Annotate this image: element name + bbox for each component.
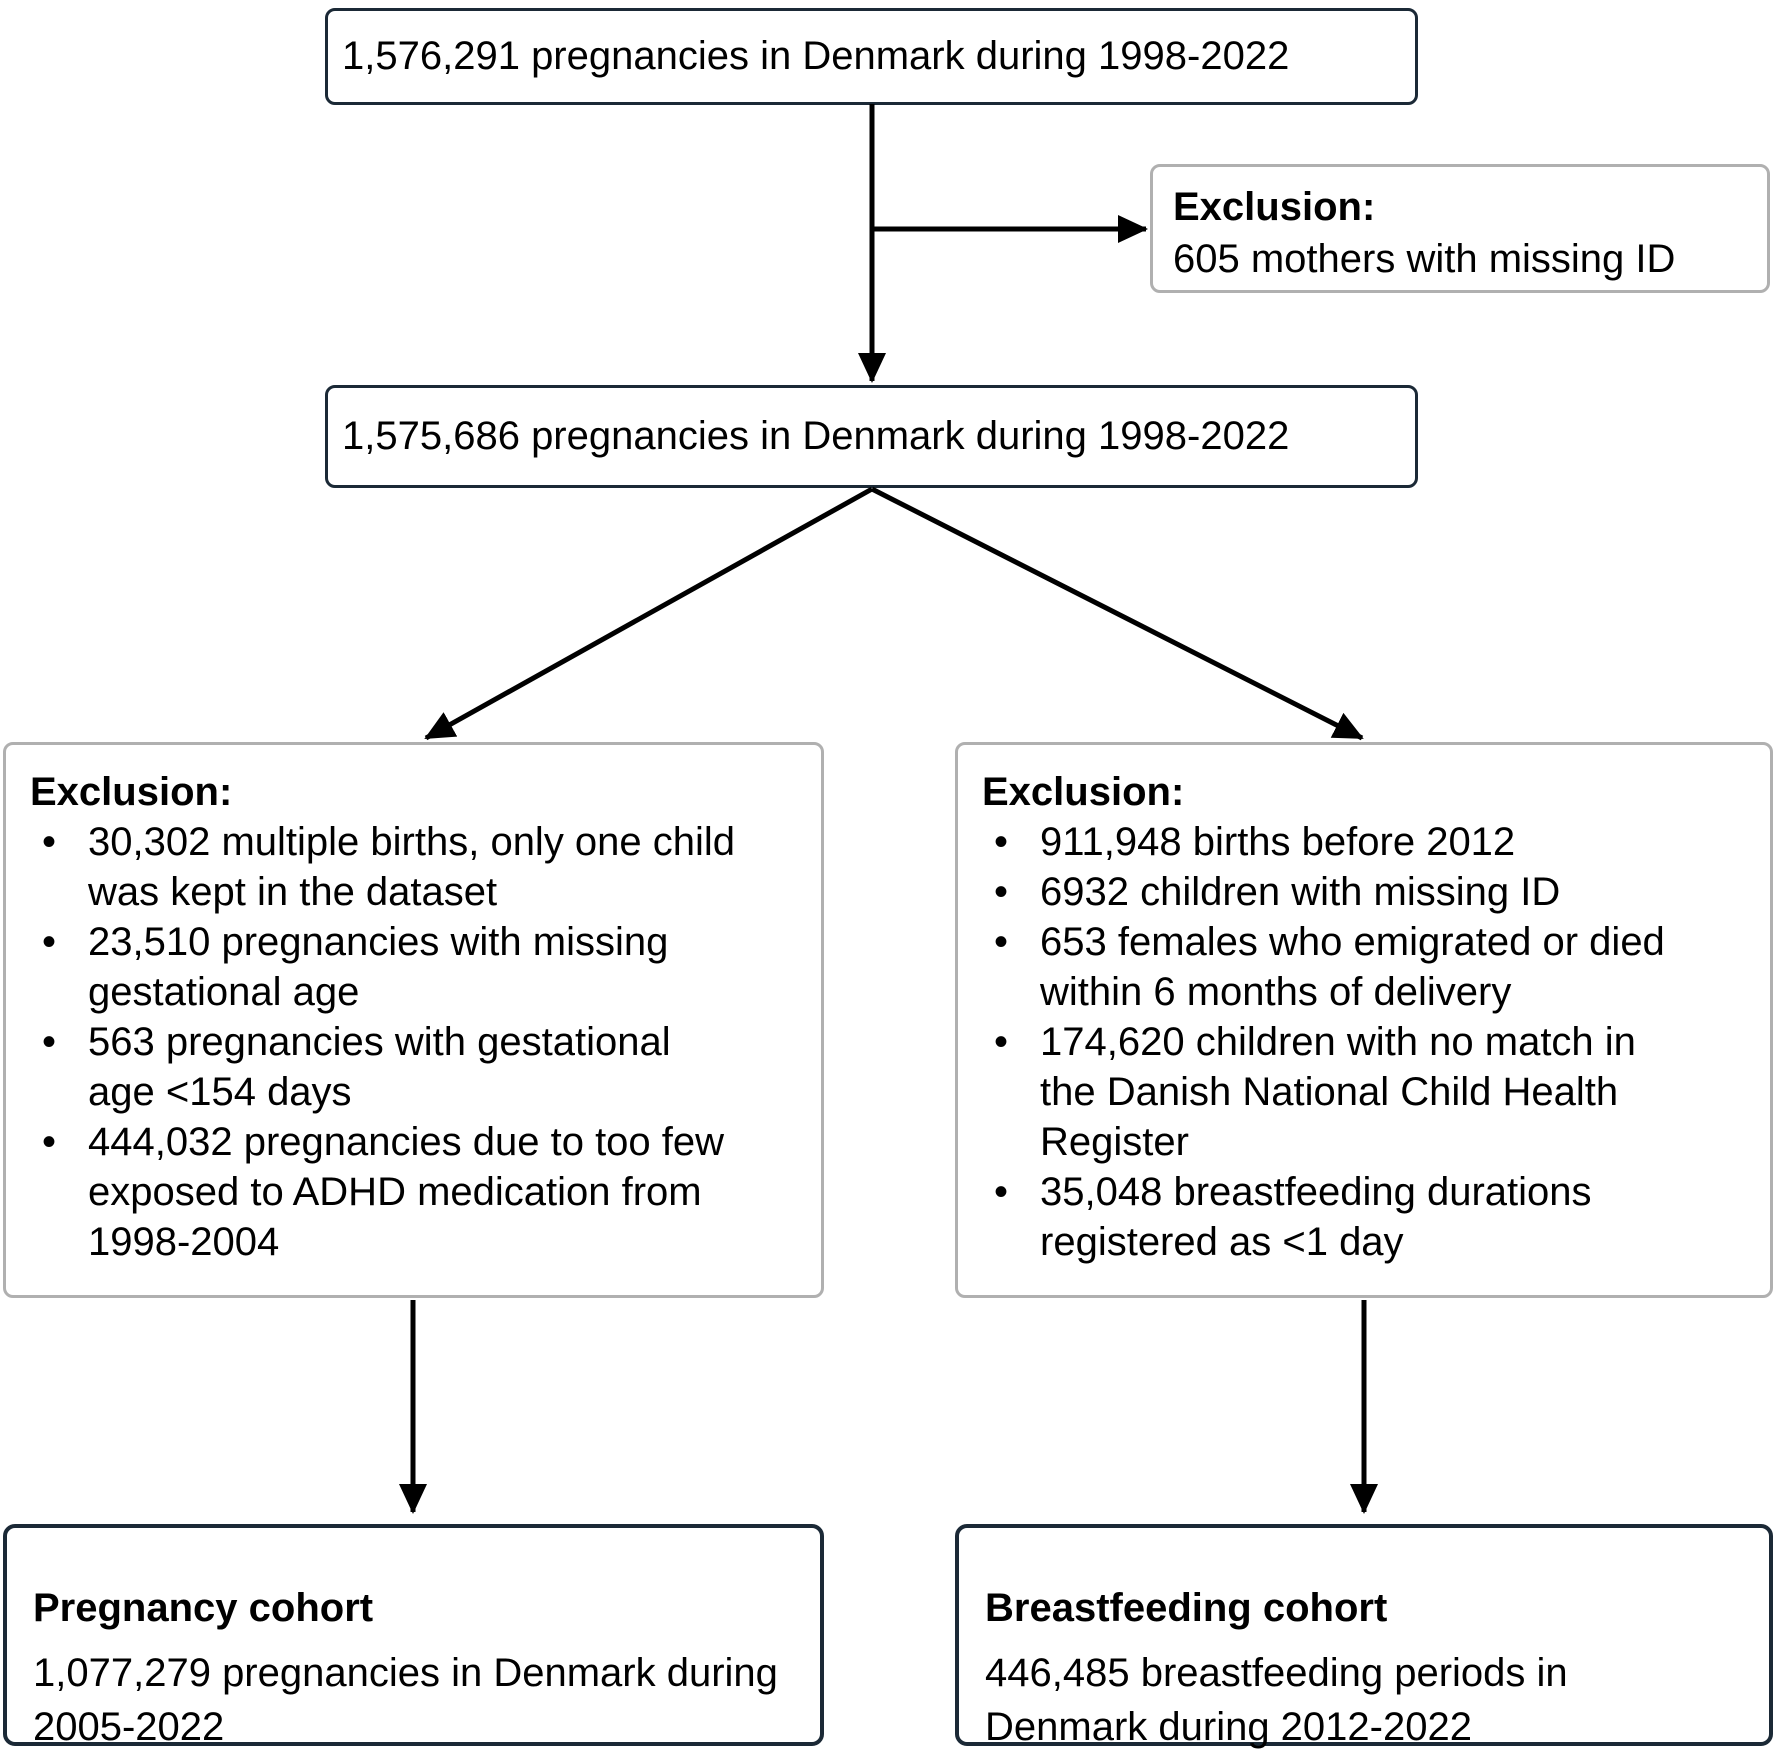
exclusion-top-box: Exclusion: 605 mothers with missing ID bbox=[1150, 164, 1770, 293]
exclusion-item: 563 pregnancies with gestational age <15… bbox=[30, 1017, 747, 1117]
middle-population-box: 1,575,686 pregnancies in Denmark during … bbox=[325, 385, 1418, 488]
exclusion-item: 23,510 pregnancies with missing gestatio… bbox=[30, 917, 747, 1017]
exclusion-top-item: 605 mothers with missing ID bbox=[1173, 237, 1676, 281]
arrow-middle-to-exclusion-left bbox=[424, 486, 874, 741]
exclusion-right-title: Exclusion: bbox=[982, 770, 1185, 814]
top-population-box: 1,576,291 pregnancies in Denmark during … bbox=[325, 8, 1418, 105]
pregnancy-cohort-title: Pregnancy cohort bbox=[33, 1586, 374, 1630]
breastfeeding-cohort-title: Breastfeeding cohort bbox=[985, 1586, 1388, 1630]
exclusion-item: 30,302 multiple births, only one child w… bbox=[30, 817, 747, 917]
exclusion-item: 444,032 pregnancies due to too few expos… bbox=[30, 1117, 747, 1267]
middle-population-text: 1,575,686 pregnancies in Denmark during … bbox=[342, 414, 1290, 458]
exclusion-item: 35,048 breastfeeding durations registere… bbox=[982, 1167, 1696, 1267]
exclusion-right-list: 911,948 births before 20126932 children … bbox=[982, 817, 1696, 1267]
pregnancy-cohort-box: Pregnancy cohort 1,077,279 pregnancies i… bbox=[3, 1524, 824, 1749]
pregnancy-cohort-body: 1,077,279 pregnancies in Denmark during … bbox=[33, 1651, 778, 1749]
breastfeeding-cohort-box: Breastfeeding cohort 446,485 breastfeedi… bbox=[955, 1524, 1773, 1749]
top-population-text: 1,576,291 pregnancies in Denmark during … bbox=[342, 34, 1290, 78]
exclusion-item: 174,620 children with no match in the Da… bbox=[982, 1017, 1696, 1167]
exclusion-left-title: Exclusion: bbox=[30, 770, 233, 814]
exclusion-left-box: Exclusion: 30,302 multiple births, only … bbox=[3, 742, 824, 1298]
exclusion-item: 911,948 births before 2012 bbox=[982, 817, 1696, 867]
arrow-middle-to-exclusion-right bbox=[870, 486, 1364, 741]
exclusion-right-box: Exclusion: 911,948 births before 2012693… bbox=[955, 742, 1773, 1298]
exclusion-item: 6932 children with missing ID bbox=[982, 867, 1696, 917]
exclusion-item: 653 females who emigrated or died within… bbox=[982, 917, 1696, 1017]
exclusion-top-title: Exclusion: bbox=[1173, 185, 1376, 229]
breastfeeding-cohort-body: 446,485 breastfeeding periods in Denmark… bbox=[985, 1651, 1568, 1749]
exclusion-left-list: 30,302 multiple births, only one child w… bbox=[30, 817, 747, 1267]
